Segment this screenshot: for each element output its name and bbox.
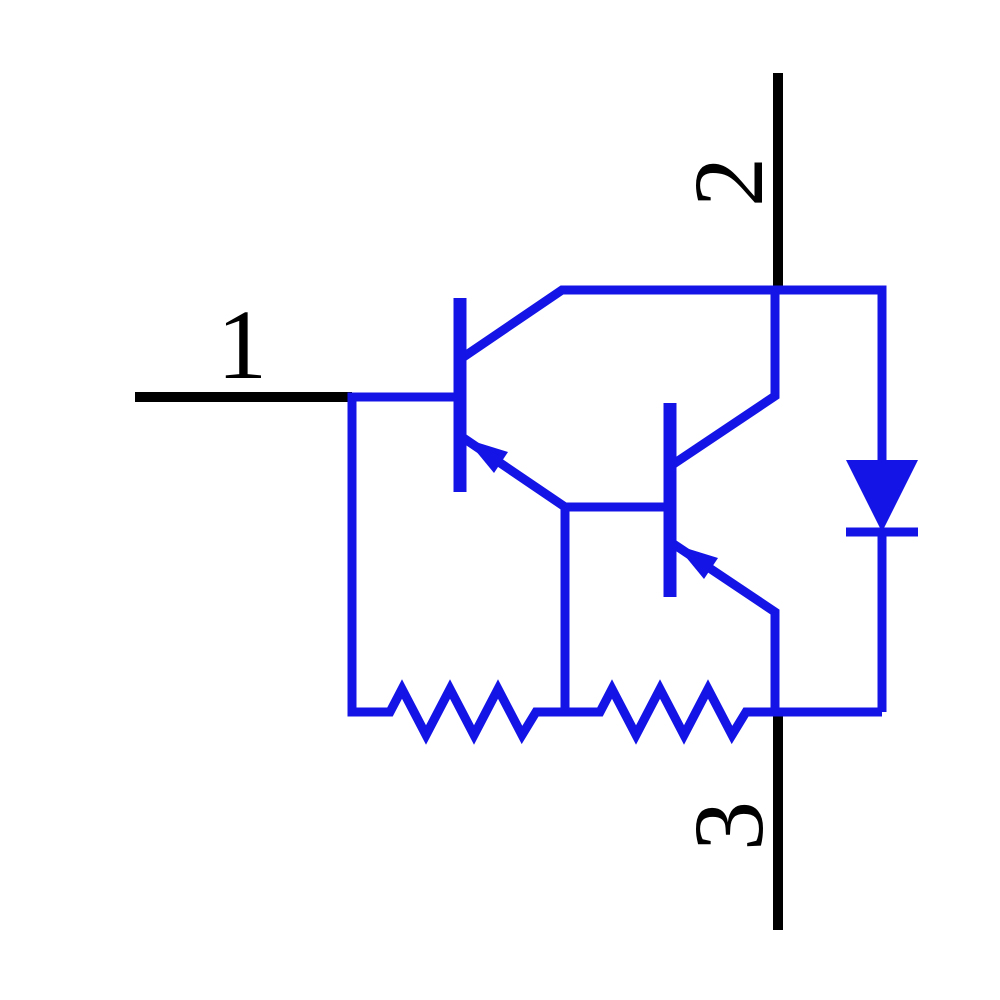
pin-3-label: 3 [673,801,784,851]
q2-collector-riser [669,290,780,469]
pin-1-label: 1 [217,289,267,400]
q2-emitter-arrow-icon [676,545,718,579]
q1-collector-top-rail [459,285,887,460]
q1-emitter-q2-base-link [459,433,672,712]
pin-2-label: 2 [673,157,784,207]
pin-labels: 1 2 3 [217,157,784,851]
terminal-wires [135,73,783,930]
diode-triangle-icon [846,460,918,532]
circuit-group [347,285,918,745]
base-rail-and-resistors [347,392,882,745]
q2-emitter-drop [669,539,780,712]
q1-emitter-arrow-icon [466,439,508,473]
diode-cathode-bar [846,527,918,712]
